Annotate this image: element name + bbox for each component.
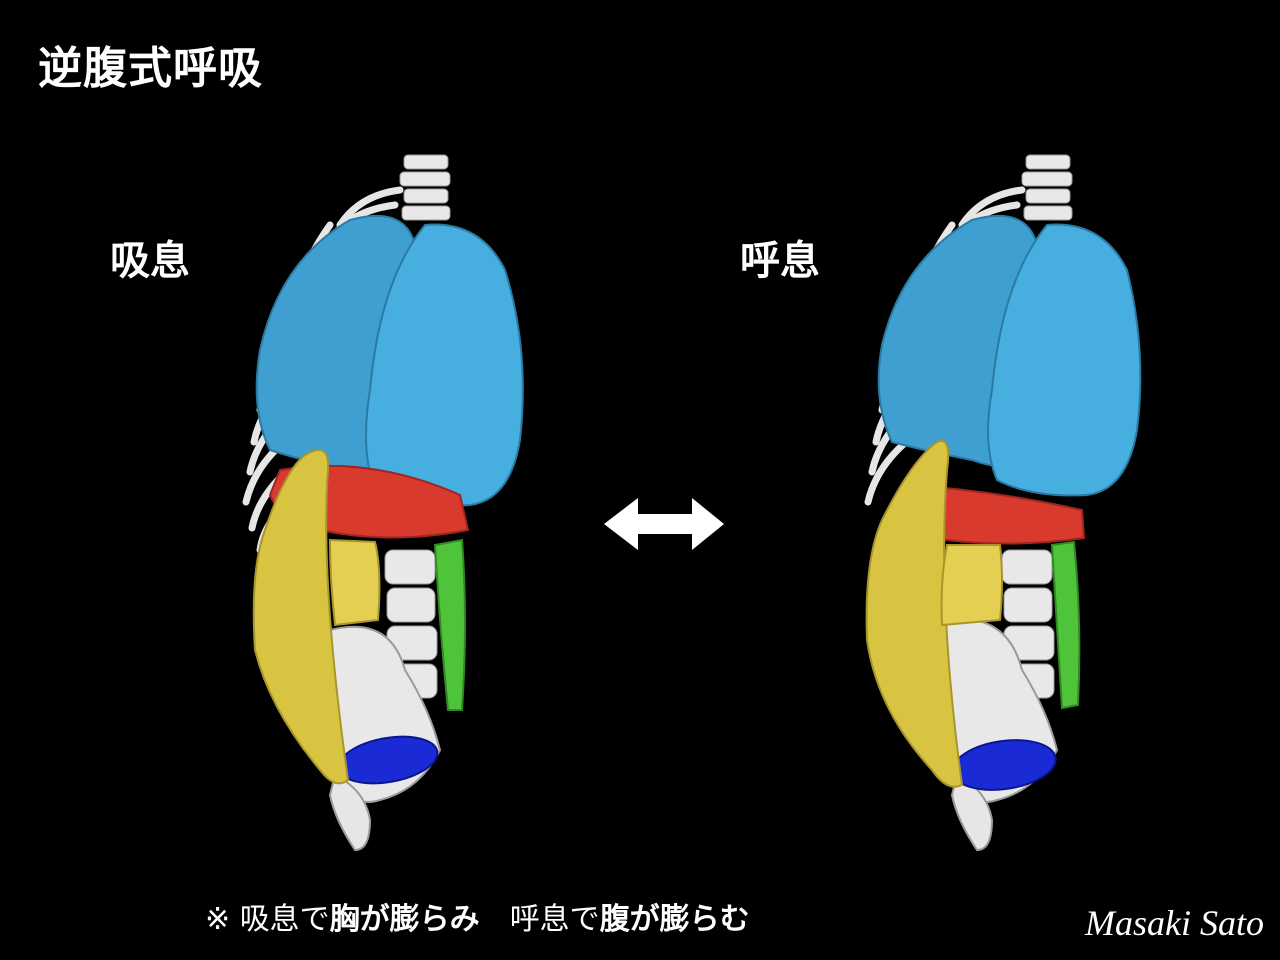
inhale-label: 吸息 [110, 237, 190, 284]
caption-spacer [480, 902, 510, 937]
sacrum [950, 773, 994, 852]
inhale-torso-model [242, 154, 524, 852]
lumbar-spine [1001, 549, 1055, 699]
caption-inhale-text: 吸息で [239, 902, 330, 937]
lung-front [987, 223, 1142, 497]
back-muscle [1050, 540, 1081, 710]
caption-mark: ※ [205, 902, 240, 937]
exhale-label: 呼息 [740, 237, 820, 284]
caption-exhale-text: 呼息で [509, 902, 600, 937]
lung-front [365, 223, 524, 507]
abdominal-wall-outer [865, 439, 964, 788]
double-arrow-icon [604, 498, 724, 550]
cervical-spine [399, 154, 451, 221]
author-credit: Masaki Sato [1085, 903, 1264, 943]
page-title: 逆腹式呼吸 [38, 43, 263, 94]
caption-inhale-emphasis: 胸が膨らみ [329, 902, 480, 937]
sacrum [328, 773, 372, 852]
abdominal-wall-inner [940, 544, 1003, 627]
exhale-torso-model [864, 154, 1142, 852]
abdominal-wall-inner [328, 538, 381, 627]
caption-exhale-emphasis: 腹が膨らむ [599, 902, 750, 937]
footnote-caption: ※ 吸息で胸が膨らみ 呼息で腹が膨らむ [205, 894, 750, 938]
abdominal-wall-outer [252, 449, 350, 785]
back-muscle [433, 538, 466, 711]
cervical-spine [1021, 154, 1073, 221]
